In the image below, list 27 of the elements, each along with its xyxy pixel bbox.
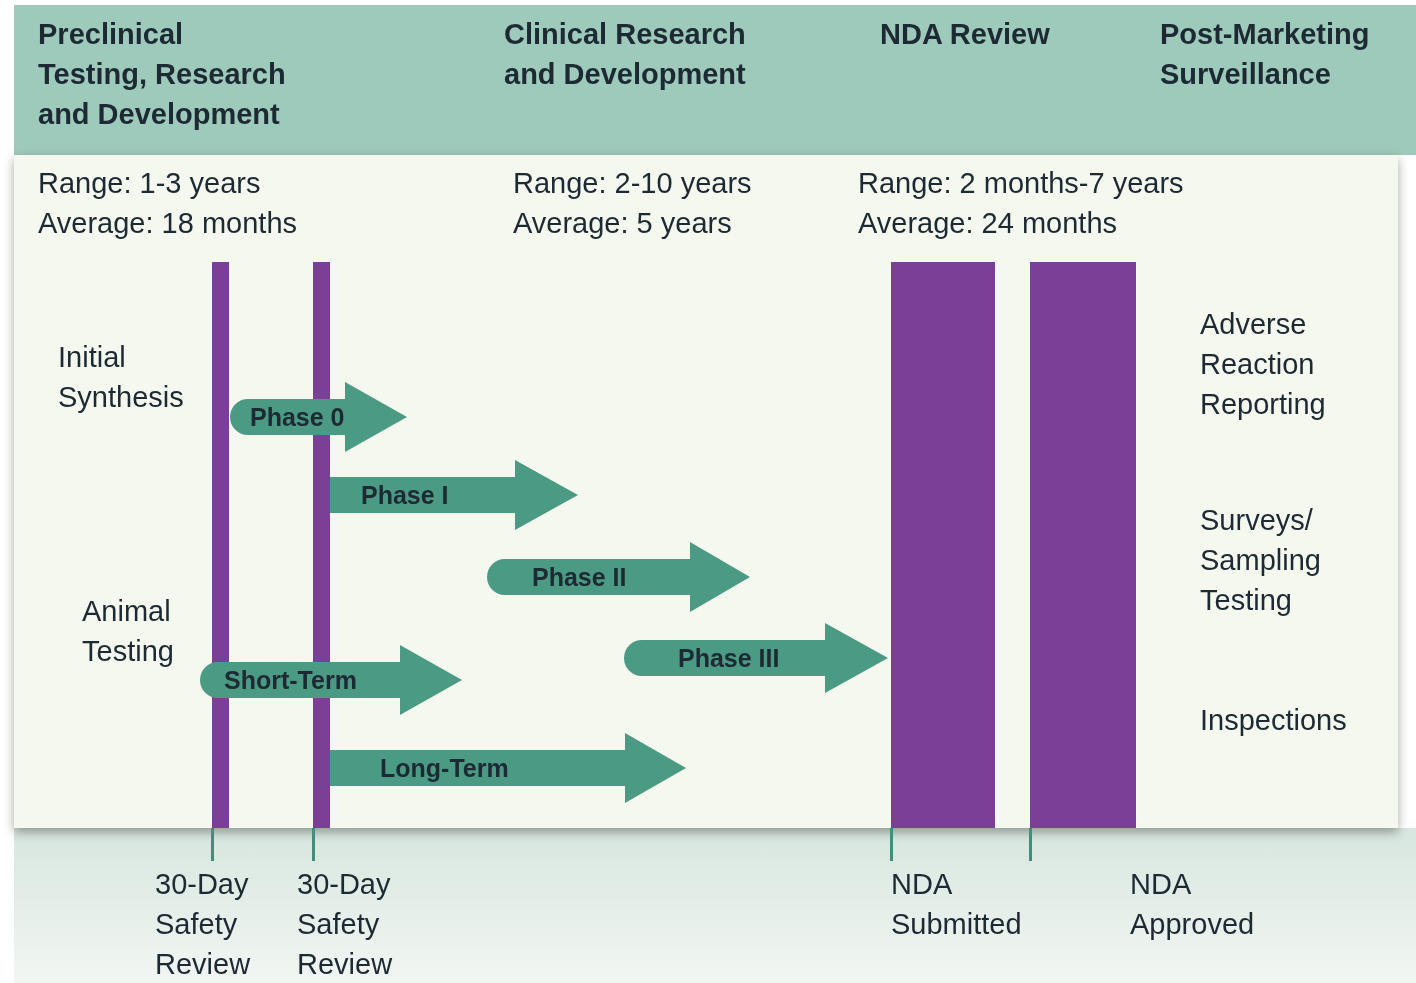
activity-label: Initial Synthesis <box>58 340 185 415</box>
review-bar <box>891 262 995 828</box>
activity-label: Adverse Reaction Reporting <box>1200 307 1327 422</box>
average-text: Average: 5 years <box>513 206 733 241</box>
average-text: Average: 18 months <box>38 206 299 241</box>
phase-timeline-bar: Phase II <box>487 542 750 612</box>
activity-label: Surveys/ Sampling Testing <box>1200 503 1322 618</box>
milestone-label: 30-Day Safety Review <box>155 867 252 982</box>
review-bar <box>1030 262 1136 828</box>
range-text: Range: 2-10 years <box>513 166 753 201</box>
phase-timeline-bar: Phase I <box>330 460 578 530</box>
milestone-label: NDA Approved <box>1130 867 1256 942</box>
phase-heading: Clinical Research and Development <box>504 17 747 92</box>
phase-heading: Post-Marketing Surveillance <box>1160 17 1371 92</box>
phase-heading: NDA Review <box>880 17 1051 52</box>
milestone-label: 30-Day Safety Review <box>297 867 394 982</box>
activity-label: Inspections <box>1200 703 1348 738</box>
average-text: Average: 24 months <box>858 206 1119 241</box>
activity-label: Animal Testing <box>82 594 175 669</box>
phase-heading: Preclinical Testing, Research and Development <box>38 17 287 132</box>
range-text: Range: 1-3 years <box>38 166 262 201</box>
milestone-label: NDA Submitted <box>891 867 1023 942</box>
phase-timeline-bar: Long-Term <box>330 733 686 803</box>
phase-timeline-bar: Short-Term <box>200 645 462 715</box>
range-text: Range: 2 months-7 years <box>858 166 1185 201</box>
phase-timeline-bar: Phase 0 <box>230 382 407 452</box>
phase-timeline-bar: Phase III <box>624 623 888 693</box>
